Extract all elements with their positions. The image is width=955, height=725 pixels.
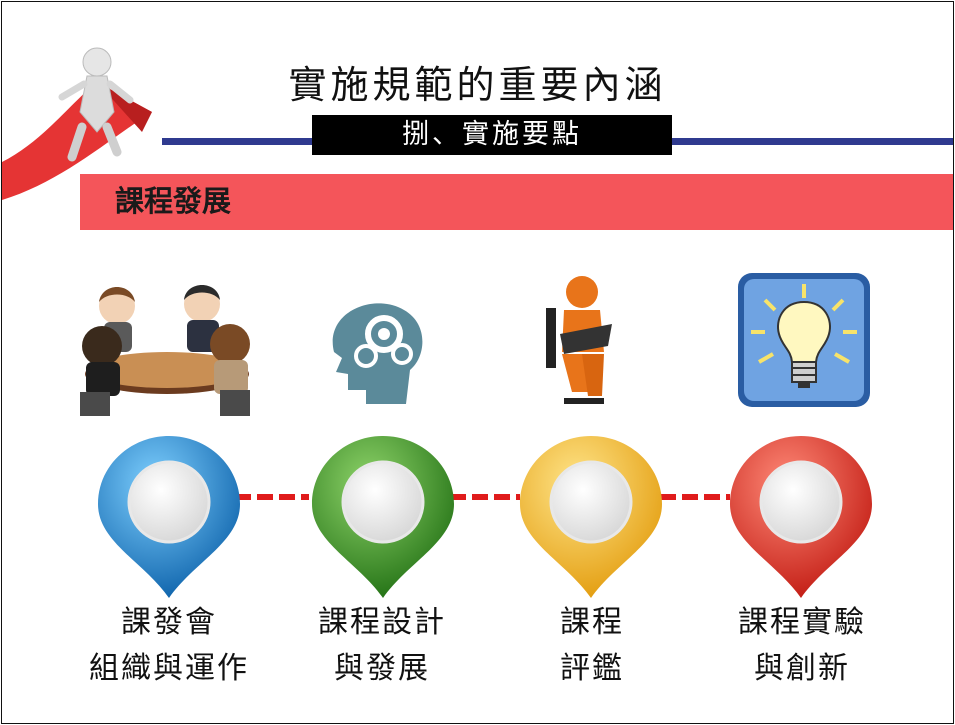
pin-step-4	[730, 436, 872, 598]
connector-2	[450, 494, 520, 500]
step-label-2-line2: 與發展	[334, 651, 430, 686]
lightbulb-icon	[738, 273, 870, 407]
step-label-4-line1: 課程實驗	[738, 605, 866, 640]
step-label-3-line1: 課程	[560, 605, 624, 640]
brain-gears-icon	[332, 303, 423, 404]
meeting-icon	[80, 285, 250, 416]
figure-peeling-page-icon	[2, 47, 152, 200]
title-rule-right	[672, 138, 953, 145]
step-label-1-line1: 課發會	[121, 605, 217, 640]
section-title: 課程發展	[115, 184, 232, 218]
pin-step-1	[98, 436, 240, 598]
step-label-3-line2: 評鑑	[560, 651, 624, 686]
pin-step-3	[520, 436, 662, 598]
step-label-1: 課發會 組織與運作	[69, 600, 269, 692]
pin-step-2	[312, 436, 454, 598]
step-label-1-line2: 組織與運作	[89, 651, 249, 686]
step-label-4: 課程實驗 與創新	[702, 600, 902, 692]
connector-1	[235, 494, 309, 500]
step-label-3: 課程 評鑑	[492, 600, 692, 692]
title-rule-left	[162, 138, 312, 145]
connector-3	[660, 494, 730, 500]
slide-title: 實施規範的重要內涵	[288, 63, 667, 107]
step-label-4-line2: 與創新	[754, 651, 850, 686]
reading-figure-icon	[546, 276, 612, 404]
subtitle: 捌、實施要點	[312, 115, 672, 155]
section-bar	[80, 174, 953, 230]
step-label-2: 課程設計 與發展	[282, 600, 482, 692]
step-label-2-line1: 課程設計	[318, 605, 446, 640]
